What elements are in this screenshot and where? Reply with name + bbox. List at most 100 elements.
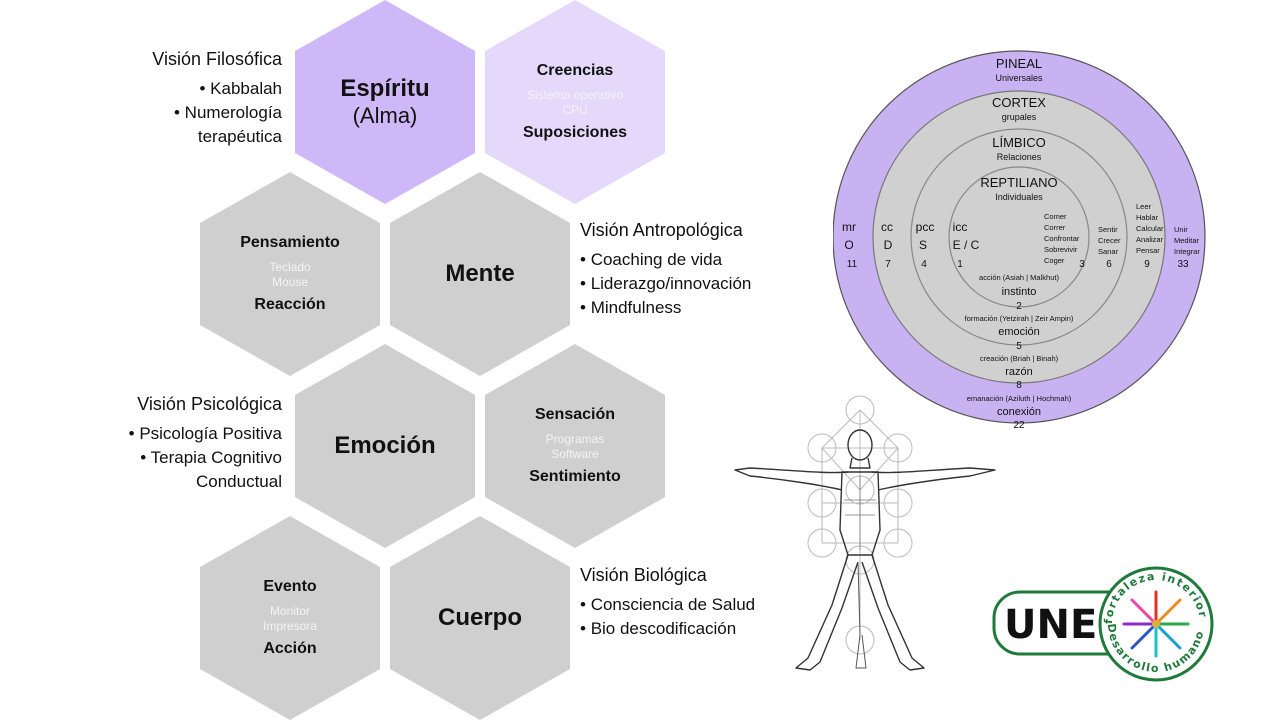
figure-head <box>847 429 873 461</box>
inner-verb-1: Comer <box>1044 212 1067 221</box>
icc-num: 1 <box>957 259 963 270</box>
world-1-num: 2 <box>1016 301 1022 312</box>
creencias-tiny-2: CPU <box>562 103 588 117</box>
ring2-verb-5: Pensar <box>1136 246 1160 255</box>
sensacion-tiny-2: Software <box>551 447 599 461</box>
sensacion-tiny-1: Programas <box>545 432 605 446</box>
cortex-sub: grupales <box>1002 112 1037 122</box>
ring1-verb-1: Unir <box>1174 225 1188 234</box>
vision-psicologica-item-1: • Psicología Positiva <box>128 424 282 443</box>
vision-psicologica-item-2: • Terapia Cognitivo <box>140 448 282 467</box>
pensamiento-tiny-2: Mouse <box>271 275 309 289</box>
vision-biologica-item-2: • Bio descodificación <box>580 619 737 638</box>
vision-antropologica-item-2: • Liderazgo/innovación <box>580 274 752 293</box>
cuerpo-title: Cuerpo <box>438 604 522 631</box>
sensacion-bottom: Sentimiento <box>529 468 621 485</box>
espiritu-subtitle: (Alma) <box>352 103 418 128</box>
ring2-num: 9 <box>1144 259 1150 270</box>
brain-circles-diagram: PINEAL Universales CORTEX grupales LÍMBI… <box>833 50 1206 429</box>
inner-verb-4: Sobrevivir <box>1044 245 1078 254</box>
inner-verb-3: Confrontar <box>1044 234 1080 243</box>
hex-emocion: Emoción <box>295 344 475 548</box>
espiritu-title: Espíritu <box>340 75 430 102</box>
mente-title: Mente <box>445 260 515 287</box>
limbico-sub: Relaciones <box>997 152 1042 162</box>
creencias-top: Creencias <box>536 62 614 79</box>
cc-letter: D <box>884 238 893 252</box>
evento-tiny-1: Monitor <box>269 604 310 618</box>
world-2-num: 5 <box>1016 341 1022 352</box>
world-1-name: instinto <box>1002 286 1037 298</box>
ring1-num: 33 <box>1177 259 1189 270</box>
human-figure-illustration <box>734 395 996 671</box>
pensamiento-bottom: Reacción <box>254 296 326 313</box>
vision-filosofica-item-3: terapéutica <box>197 127 282 146</box>
ring2-verb-1: Leer <box>1136 202 1152 211</box>
vision-filosofica-item-1: • Kabbalah <box>199 79 282 98</box>
vision-psicologica-title: Visión Psicológica <box>137 394 282 414</box>
mr-letter: O <box>844 238 853 252</box>
ring2-verb-3: Calcular <box>1136 224 1164 233</box>
vision-filosofica-title: Visión Filosófica <box>152 49 282 69</box>
inner-verb-2: Correr <box>1044 223 1066 232</box>
evento-top: Evento <box>263 578 317 595</box>
world-4-num: 22 <box>1013 420 1025 429</box>
ring1-verb-2: Meditar <box>1174 236 1200 245</box>
vision-filosofica-item-2: • Numerología <box>173 103 282 122</box>
world-3: creación (Briah | Binah) <box>980 354 1059 363</box>
mr-num: 11 <box>847 259 858 270</box>
inner-num: 3 <box>1079 259 1085 270</box>
pcc-letter: S <box>919 238 927 252</box>
world-2: formación (Yetzirah | Zeir Ampin) <box>965 314 1074 323</box>
cc-num: 7 <box>885 259 891 270</box>
creencias-tiny-1: Sistema operativo <box>526 88 624 102</box>
vision-biologica: Visión Biológica • Consciencia de Salud … <box>580 563 755 641</box>
vision-antropologica-item-1: • Coaching de vida <box>580 250 723 269</box>
une-logo: UNE fortaleza interior Desarrollo humano <box>992 566 1214 682</box>
vision-antropologica: Visión Antropológica • Coaching de vida … <box>580 218 751 320</box>
reptiliano-label: REPTILIANO <box>980 175 1057 190</box>
vision-psicologica-item-3: Conductual <box>195 472 282 491</box>
ring3-verb-1: Sentir <box>1098 225 1118 234</box>
vision-antropologica-item-3: • Mindfulness <box>580 298 682 317</box>
pineal-label: PINEAL <box>996 56 1042 71</box>
ring3-verb-2: Crecer <box>1098 236 1121 245</box>
inner-verb-5: Coger <box>1044 256 1065 265</box>
world-4: emanación (Aziluth | Hochmah) <box>967 394 1072 403</box>
pensamiento-top: Pensamiento <box>240 234 340 251</box>
vision-biologica-item-1: • Consciencia de Salud <box>580 595 756 614</box>
emocion-title: Emoción <box>334 432 436 459</box>
world-3-num: 8 <box>1016 380 1022 391</box>
ring-reptiliano <box>948 166 1090 308</box>
vision-biologica-title: Visión Biológica <box>580 565 707 585</box>
world-3-name: razón <box>1005 366 1033 378</box>
icc-code: icc <box>953 220 968 234</box>
hex-cuerpo: Cuerpo <box>390 516 570 720</box>
world-2-name: emoción <box>998 326 1040 338</box>
world-1: acción (Asiah | Malkhut) <box>979 273 1059 282</box>
logo-compass-arrows <box>1122 590 1190 658</box>
cortex-label: CORTEX <box>992 95 1046 110</box>
vision-psicologica: Visión Psicológica • Psicología Positiva… <box>129 392 282 494</box>
sensacion-top: Sensación <box>534 406 616 423</box>
evento-tiny-2: Impresora <box>262 619 318 633</box>
pcc-num: 4 <box>921 259 927 270</box>
ring2-verb-4: Analizar <box>1136 235 1164 244</box>
hex-mente: Mente <box>390 172 570 376</box>
limbico-label: LÍMBICO <box>992 135 1045 150</box>
ring3-num: 6 <box>1106 259 1112 270</box>
vision-filosofica: Visión Filosófica • Kabbalah • Numerolog… <box>152 47 282 149</box>
vision-antropologica-title: Visión Antropológica <box>580 220 743 240</box>
ring2-verb-2: Hablar <box>1136 213 1159 222</box>
mr-code: mr <box>842 220 856 234</box>
icc-letter: E / C <box>953 238 980 252</box>
cc-code: cc <box>881 220 893 234</box>
pensamiento-tiny-1: Teclado <box>269 260 311 274</box>
logo-main-text: UNE <box>1004 602 1097 648</box>
reptiliano-sub: Individuales <box>995 192 1043 202</box>
pcc-code: pcc <box>916 220 935 234</box>
